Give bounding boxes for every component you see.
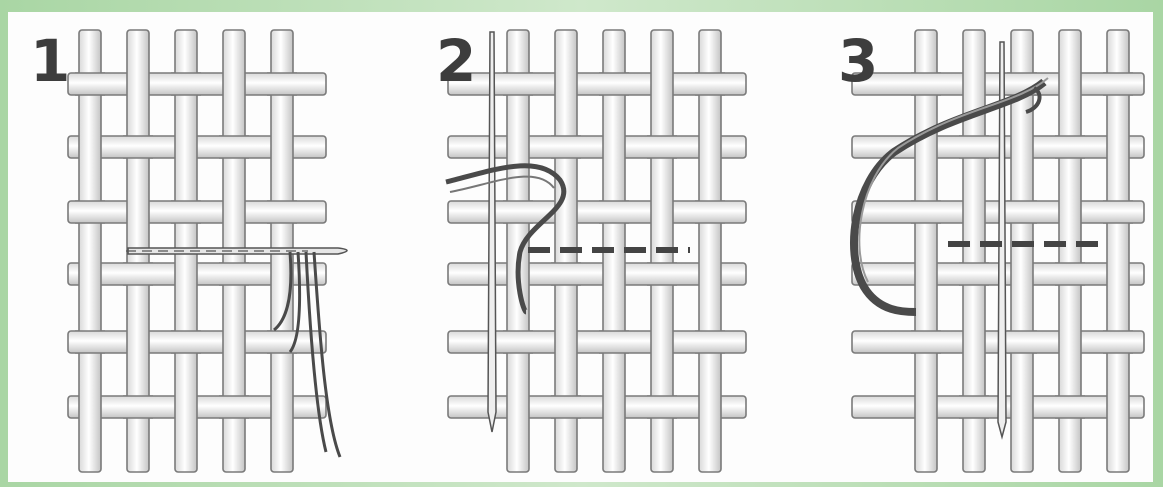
step-panel-2: 2 bbox=[428, 12, 808, 482]
weave-grid-2 bbox=[428, 12, 808, 482]
warp-thread bbox=[915, 30, 937, 472]
step-panel-1: 1 bbox=[8, 12, 388, 482]
warp-thread bbox=[1107, 30, 1129, 472]
step-number-1: 1 bbox=[30, 32, 70, 90]
weave-grid-3 bbox=[834, 12, 1153, 482]
step-panel-3: 3 bbox=[834, 12, 1153, 482]
warp-thread bbox=[699, 30, 721, 472]
step-number-3: 3 bbox=[838, 32, 878, 90]
weft-thread bbox=[852, 201, 1144, 223]
warp-thread bbox=[79, 30, 101, 472]
step-number-2: 2 bbox=[436, 32, 476, 90]
weft-thread bbox=[852, 73, 1144, 95]
illustration-sheet: 1 2 3 bbox=[8, 12, 1153, 482]
